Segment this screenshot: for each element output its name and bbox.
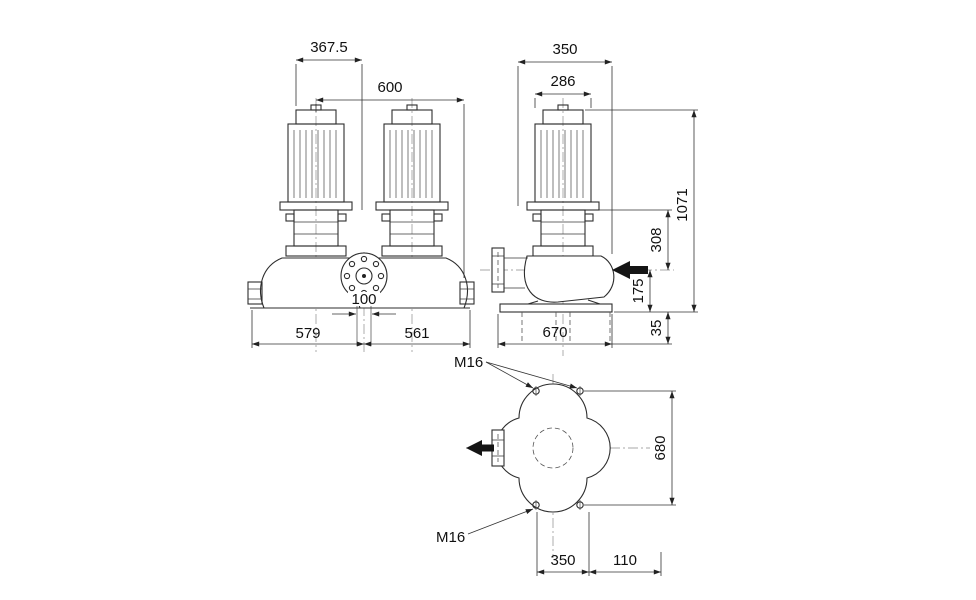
side-baseplate — [499, 303, 613, 313]
front-left-port — [247, 281, 263, 305]
dim-side-base: 670 — [542, 324, 567, 341]
dim-side-mid: 308 — [648, 227, 665, 252]
dim-front-ports: 100 — [351, 291, 376, 308]
front-dimensions: 367.5 600 100 579 561 — [251, 39, 471, 348]
dim-side-depth: 350 — [552, 41, 577, 58]
front-center-stem — [356, 299, 372, 346]
front-view: 367.5 600 100 579 561 — [247, 39, 475, 352]
flow-arrow-plan — [466, 440, 494, 456]
bolt-label-top: M16 — [454, 354, 483, 371]
dim-side-height: 1071 — [674, 188, 691, 221]
motor-fins — [293, 130, 337, 198]
bolt-label-bottom: M16 — [436, 529, 465, 546]
dim-front-span: 600 — [377, 79, 402, 96]
plan-bolt-labels: M16 M16 — [436, 354, 578, 546]
front-centerlines — [315, 98, 413, 352]
side-volute — [523, 255, 615, 303]
side-view: 350 286 1071 308 175 35 670 — [480, 41, 698, 356]
front-center-flange — [340, 252, 388, 300]
plan-dimensions: 680 350 110 — [536, 390, 676, 576]
front-right-motor — [375, 104, 449, 257]
side-suction-flange — [491, 247, 528, 293]
motor-fins — [389, 130, 433, 198]
side-dimensions: 350 286 1071 308 175 35 670 — [497, 41, 698, 348]
plan-volute-outline — [495, 383, 611, 513]
plan-inner-circle — [532, 427, 574, 469]
dim-side-found: 35 — [648, 320, 665, 337]
dim-plan-width: 350 — [550, 552, 575, 569]
plan-bolt-holes — [532, 386, 584, 510]
dim-front-width: 367.5 — [310, 39, 348, 56]
dim-front-right: 561 — [404, 325, 429, 342]
dim-side-motor: 286 — [550, 73, 575, 90]
plan-view: M16 M16 680 350 110 — [436, 354, 676, 576]
dim-side-port: 175 — [630, 278, 647, 303]
front-right-port — [459, 281, 475, 305]
dim-plan-length: 680 — [652, 435, 669, 460]
motor-fins — [540, 130, 584, 198]
dim-plan-offset: 110 — [613, 552, 637, 569]
dim-front-left: 579 — [295, 325, 320, 342]
flow-arrow-side — [612, 261, 648, 279]
